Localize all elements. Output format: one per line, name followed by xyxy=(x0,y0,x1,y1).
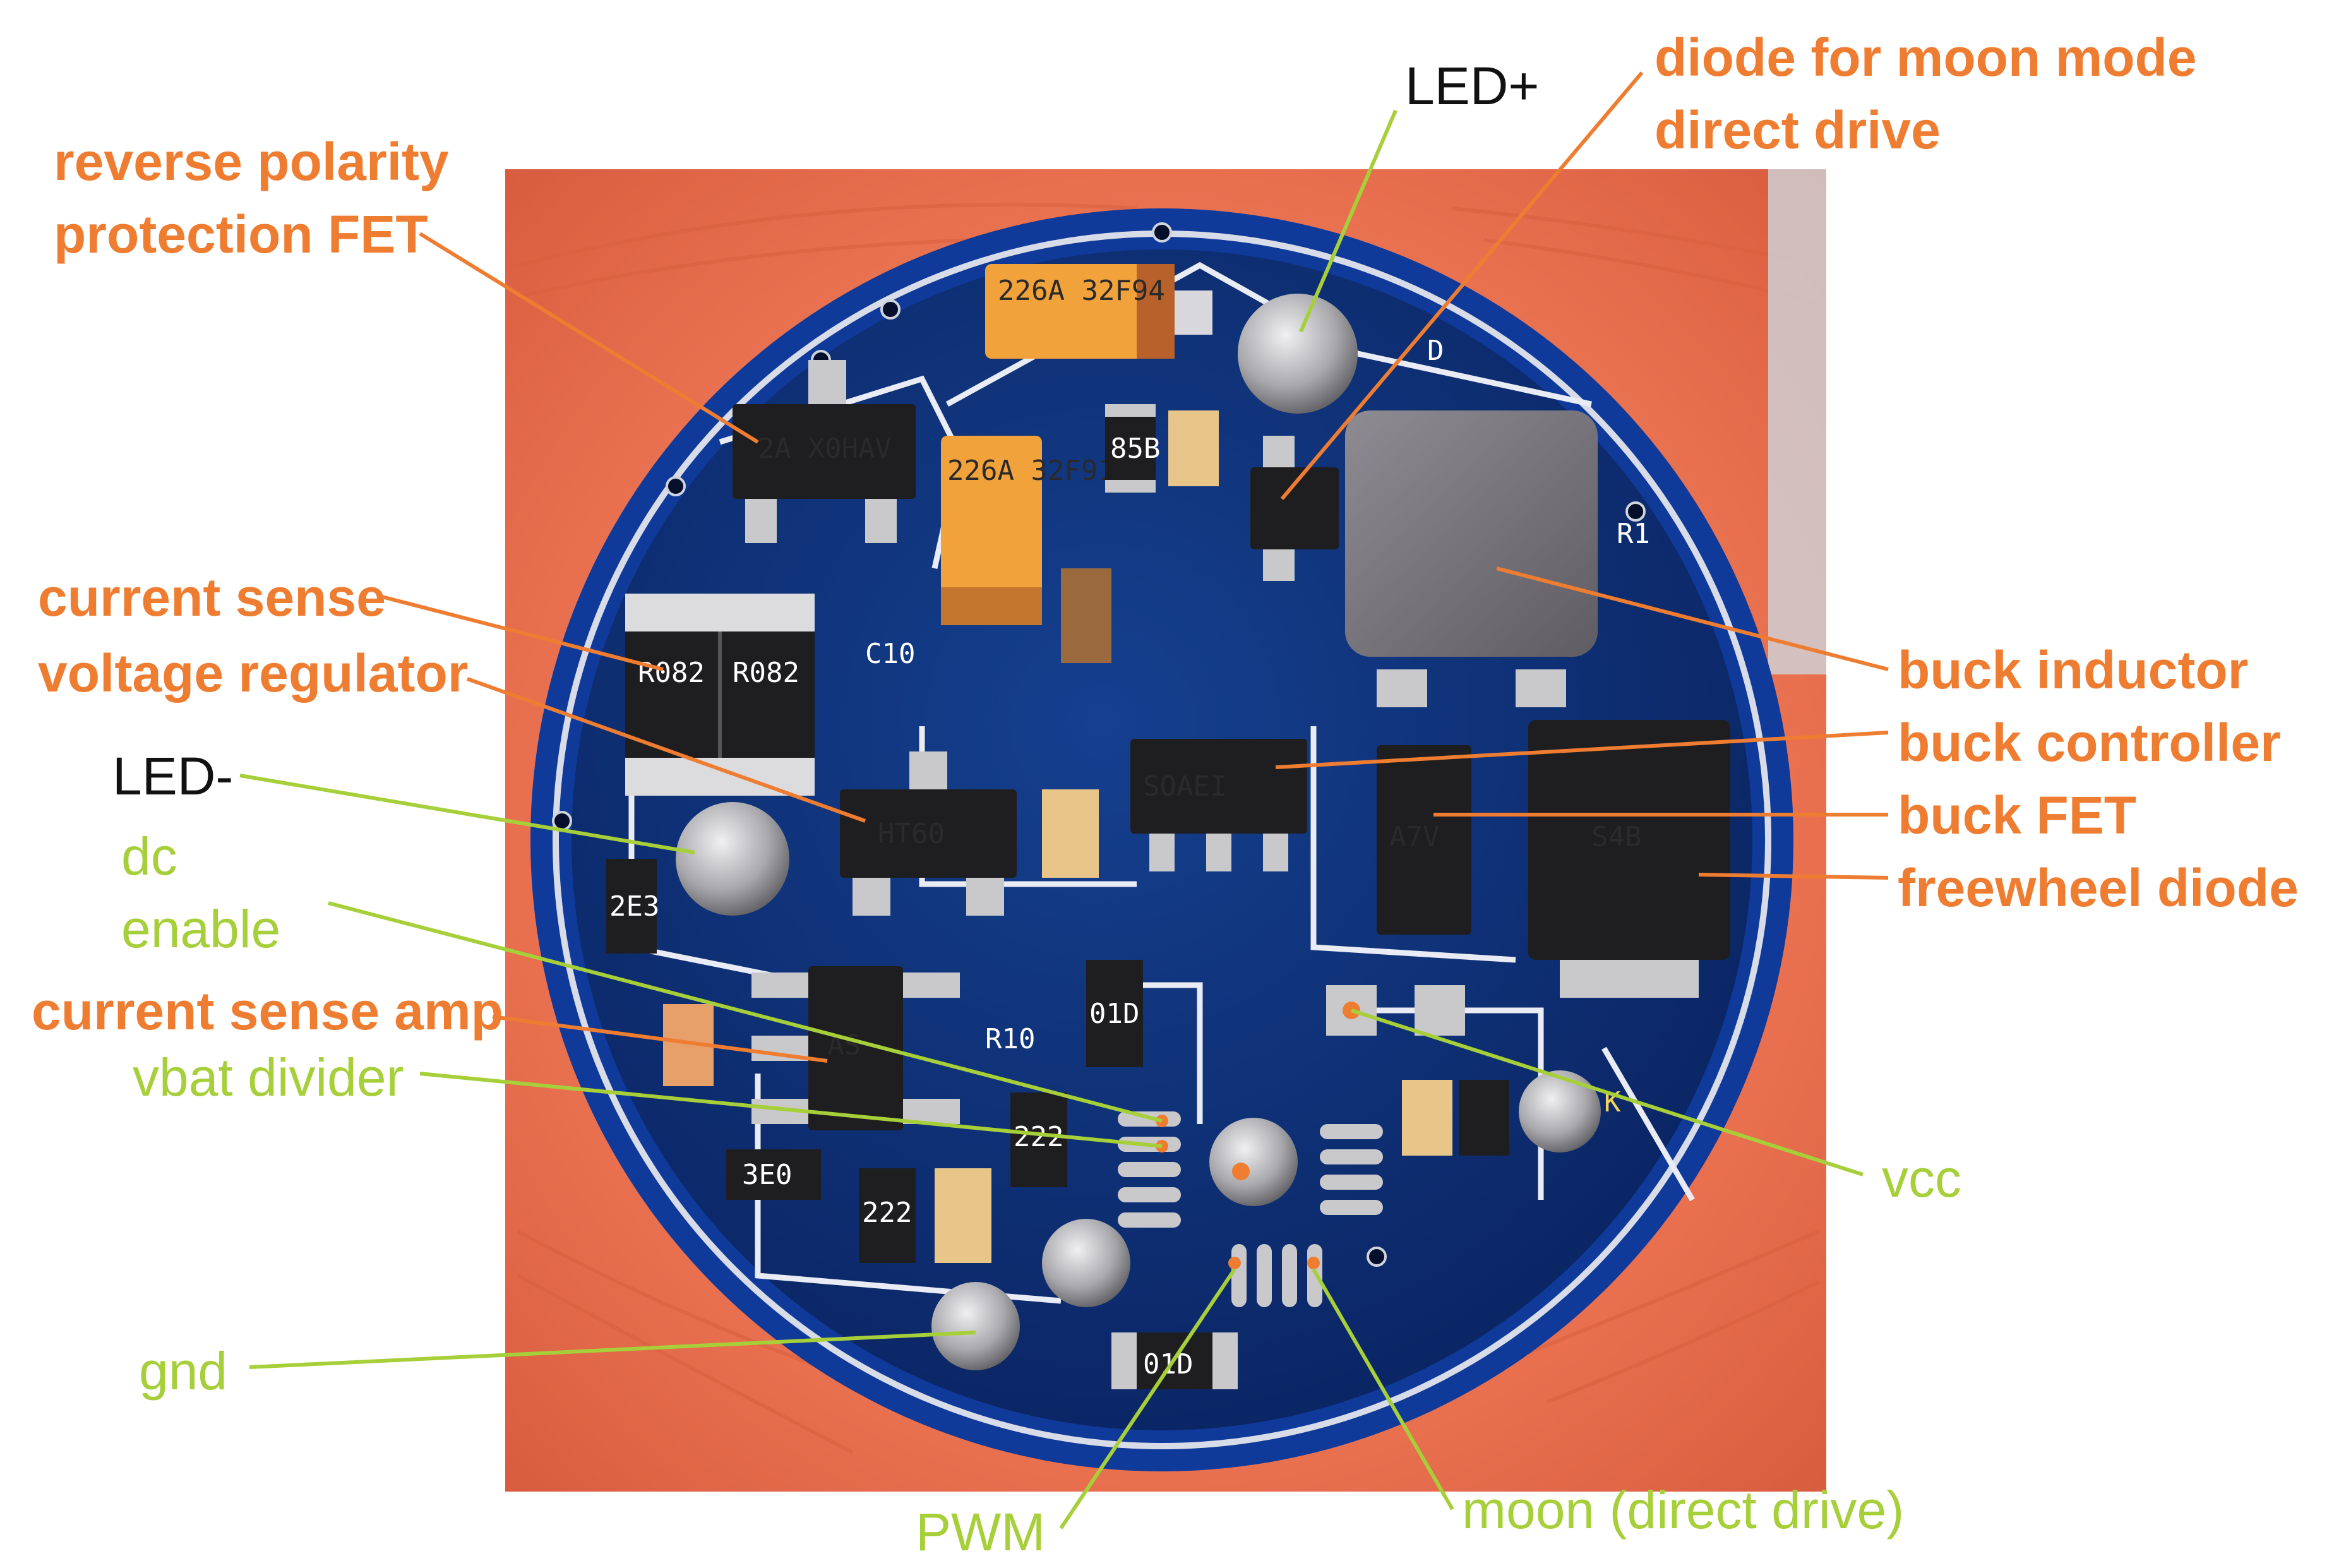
gnd-pad xyxy=(931,1282,1020,1370)
leader-freewheel-diode xyxy=(1698,873,1889,880)
pwm-pad xyxy=(1042,1219,1130,1307)
leader-gnd xyxy=(249,1331,976,1369)
label-led-plus: LED+ xyxy=(1405,56,1539,116)
leader-buck-inductor xyxy=(1496,566,1889,671)
svg-text:3E0: 3E0 xyxy=(742,1159,792,1191)
svg-text:R082: R082 xyxy=(733,657,799,689)
resistor-222-a: 222 xyxy=(859,1168,916,1263)
label-reverse-polarity-1: reverse polarity xyxy=(54,132,449,191)
svg-text:222: 222 xyxy=(862,1197,912,1229)
svg-text:01D: 01D xyxy=(1143,1348,1193,1380)
tantalum-cap-top: 226A 32F94 xyxy=(985,264,1212,359)
leader-enable xyxy=(328,901,1163,1123)
svg-text:226A 32F91: 226A 32F91 xyxy=(947,455,1115,487)
reverse-polarity-fet: 2A X0HAV xyxy=(733,360,916,543)
resistor-3e0: 3E0 xyxy=(726,1149,821,1200)
buck-inductor xyxy=(1345,410,1598,707)
resistor-2e3: 2E3 xyxy=(606,859,659,954)
label-moon-diode-2: direct drive xyxy=(1655,100,1941,160)
buck-fet: A7V xyxy=(1377,745,1471,935)
tantalum-cap-left: 226A 32F91 xyxy=(941,436,1115,625)
svg-text:2A X0HAV: 2A X0HAV xyxy=(758,433,892,465)
leader-vcc xyxy=(1351,1008,1864,1176)
small-cap xyxy=(1168,410,1219,486)
label-gnd: gnd xyxy=(139,1341,227,1401)
label-vcc: vcc xyxy=(1882,1149,1961,1208)
center-marker xyxy=(1232,1163,1250,1180)
leader-voltage-regulator xyxy=(466,677,866,823)
pad-2 xyxy=(1415,985,1465,1036)
resistor-85b: 85B xyxy=(1105,404,1160,493)
labels: reverse polarity protection FET current … xyxy=(32,28,2299,1562)
voltage-regulator: HT60 xyxy=(840,751,1017,916)
resistor-222-b: 222 xyxy=(1010,1092,1067,1187)
resistor-01d-b: 01D xyxy=(1111,1332,1238,1389)
small-cap-2 xyxy=(1042,789,1099,878)
svg-text:SOAEI: SOAEI xyxy=(1143,770,1226,803)
label-pwm: PWM xyxy=(916,1502,1045,1562)
svg-text:2E3: 2E3 xyxy=(609,890,659,923)
label-buck-fet: buck FET xyxy=(1898,786,2136,845)
label-led-minus: LED- xyxy=(112,746,233,806)
leader-lines xyxy=(239,71,1889,1529)
label-current-sense-amp: current sense amp xyxy=(32,981,503,1041)
small-cap-4 xyxy=(935,1168,991,1263)
small-cap-5 xyxy=(1402,1080,1452,1156)
svg-text:85B: 85B xyxy=(1110,433,1160,465)
label-current-sense: current sense xyxy=(38,568,386,627)
svg-text:226A 32F94: 226A 32F94 xyxy=(998,275,1165,307)
leader-reverse-polarity xyxy=(419,232,759,444)
vias xyxy=(552,222,1646,1267)
svg-text:R082: R082 xyxy=(638,657,705,689)
buck-controller: SOAEI xyxy=(1130,739,1307,871)
led-minus-pad xyxy=(676,802,789,916)
leader-led-plus xyxy=(1299,109,1397,333)
label-moon-diode-1: diode for moon mode xyxy=(1655,28,2197,87)
solder-residue xyxy=(1061,568,1111,663)
moon-marker xyxy=(1307,1257,1320,1269)
silk-r1: R1 xyxy=(1617,518,1650,550)
svg-text:01D: 01D xyxy=(1089,998,1139,1030)
label-buck-inductor: buck inductor xyxy=(1898,640,2248,700)
label-freewheel-diode: freewheel diode xyxy=(1898,858,2299,918)
label-vbat-divider: vbat divider xyxy=(133,1048,404,1107)
fingerprint-ridges xyxy=(517,203,1820,1454)
label-dc: dc xyxy=(121,827,177,886)
label-reverse-polarity-2: protection FET xyxy=(54,205,428,264)
k-pad xyxy=(1519,1070,1601,1152)
silk-c10: C10 xyxy=(865,638,915,670)
moon-mode-diode xyxy=(1250,436,1339,581)
label-buck-controller: buck controller xyxy=(1898,713,2281,772)
leader-led-minus xyxy=(239,774,695,854)
programming-pads xyxy=(1118,1111,1383,1307)
freewheel-diode: S4B xyxy=(1528,720,1730,998)
small-resistor xyxy=(1459,1080,1509,1156)
background-edge xyxy=(1768,169,1826,674)
label-enable: enable xyxy=(121,899,280,959)
leader-current-sense xyxy=(381,595,664,671)
leader-vbat-divider xyxy=(419,1072,1163,1148)
resistor-01d: 01D xyxy=(1086,960,1143,1067)
pwm-marker xyxy=(1228,1257,1241,1269)
label-moon-direct-drive: moon (direct drive) xyxy=(1462,1480,1904,1540)
leader-moon xyxy=(1312,1268,1454,1511)
silk-r10: R10 xyxy=(985,1023,1035,1055)
svg-text:HT60: HT60 xyxy=(878,818,945,850)
photo: 226A 32F94 226A 32F91 2A X0HAV 85B xyxy=(505,169,1826,1492)
led-plus-pad xyxy=(1238,294,1358,414)
current-sense-amp: AS xyxy=(751,966,960,1130)
leader-pwm xyxy=(1059,1268,1236,1529)
svg-text:S4B: S4B xyxy=(1591,821,1641,853)
center-pad xyxy=(1209,1118,1298,1206)
silk-d: D xyxy=(1427,335,1444,367)
svg-text:A7V: A7V xyxy=(1389,821,1439,853)
leader-buck-controller xyxy=(1275,731,1889,769)
leader-moon-diode xyxy=(1280,71,1644,500)
label-voltage-regulator: voltage regulator xyxy=(38,643,468,703)
leader-current-sense-amp xyxy=(492,1015,828,1063)
current-sense-resistors: R082 R082 xyxy=(625,594,815,796)
